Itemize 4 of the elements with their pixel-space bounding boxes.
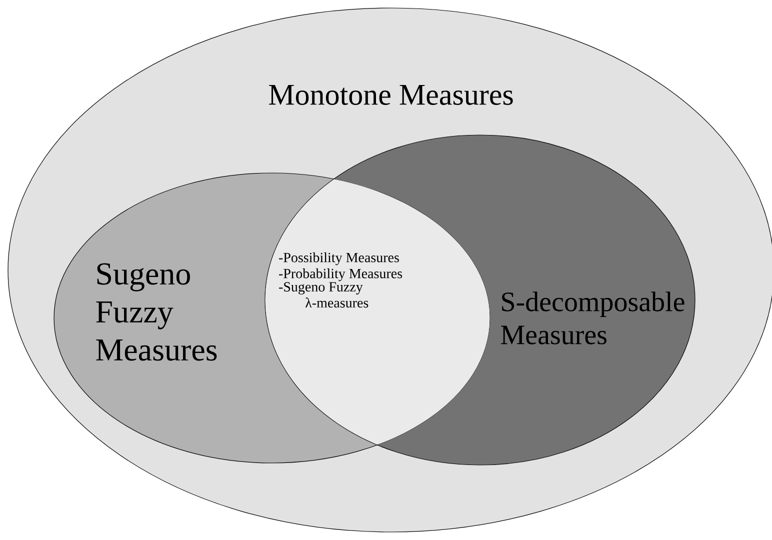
ellipse-label: Monotone Measures bbox=[268, 85, 513, 105]
ellipse-label: Sugeno Fuzzy Measures bbox=[96, 263, 217, 361]
item-list: -Possibility Measures -Probability Measures -Sugeno Fuzzy λ-measures bbox=[279, 252, 402, 308]
ellipse-label: S-decomposable Measures bbox=[501, 292, 684, 344]
